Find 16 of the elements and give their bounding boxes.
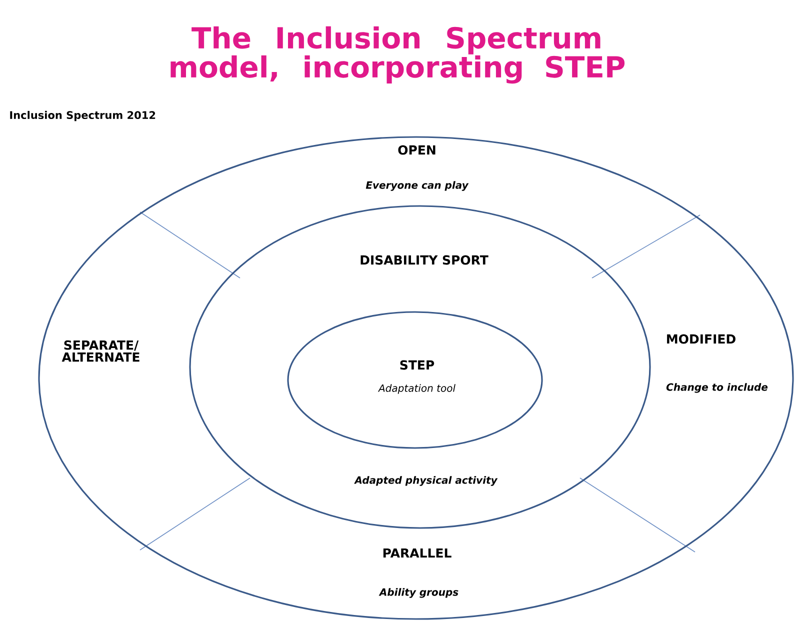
title: The Inclusion Spectrum model, incorporating STEP: [170, 26, 625, 84]
section-heading: PARALLEL: [383, 548, 452, 558]
ring-ellipse: [189, 205, 651, 529]
section-heading: STEP: [400, 360, 434, 370]
section-heading: DISABILITY SPORT: [360, 255, 488, 265]
section-heading: OPEN: [398, 145, 436, 155]
ring-ellipse: [38, 136, 794, 620]
section-heading: SEPARATE/ ALTERNATE: [62, 340, 140, 362]
ring-ellipse: [287, 311, 543, 449]
section-caption: Everyone can play: [366, 181, 469, 191]
section-heading: MODIFIED: [667, 334, 736, 344]
section-caption: Change to include: [666, 383, 768, 393]
section-caption: Ability groups: [378, 588, 458, 598]
note-label: Inclusion Spectrum 2012: [10, 110, 156, 122]
section-caption: Adapted physical activity: [354, 476, 498, 486]
section-caption: Adaptation tool: [378, 384, 456, 394]
